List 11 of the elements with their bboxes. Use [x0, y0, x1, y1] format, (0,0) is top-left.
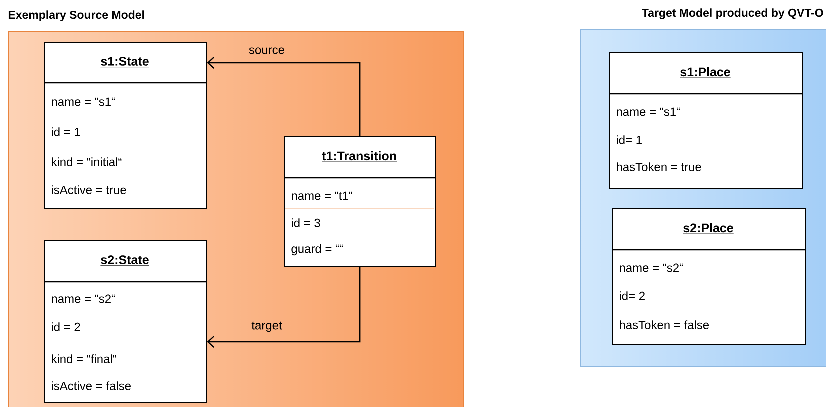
object-box: s2:Place name = “s2“ id= 2 hasToken = false — [612, 208, 806, 346]
edge-label: source — [249, 48, 284, 54]
panel-heading: Target Model produced by QVT-O — [642, 8, 824, 20]
arrow — [207, 267, 361, 348]
object-box: t1:Transition name = “t1“ id = 3 guard = ““ — [284, 136, 436, 268]
edge-label: target — [252, 322, 282, 332]
object-box: s1:Place name = “s1“ id= 1 hasToken = true — [609, 52, 804, 190]
object-box: s1:State name = “s1“ id = 1 kind = “initial“ isActive = true — [44, 42, 208, 210]
panel-heading: Exemplary Source Model — [8, 10, 144, 22]
object-box: s2:State name = “s2“ id = 2 kind = “final“ isActive = false — [44, 240, 208, 404]
arrow — [207, 57, 361, 136]
